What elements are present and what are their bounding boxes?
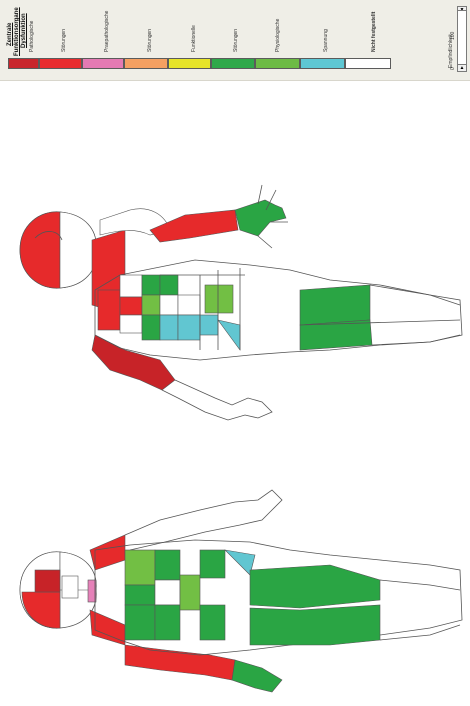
legend-label-funktionelle: Funktionelle — [192, 25, 197, 52]
head-front-bottom[interactable] — [22, 592, 60, 628]
thigh-back-left[interactable] — [300, 285, 370, 325]
back-block-3[interactable] — [142, 315, 160, 340]
sensitivity-track[interactable] — [457, 10, 467, 68]
upper-back-1[interactable] — [98, 290, 120, 330]
arm-front-bottom[interactable] — [125, 645, 235, 680]
chest-front-1[interactable] — [125, 550, 155, 585]
legend-label-stoerungen-1: Störungen — [62, 29, 67, 52]
legend-title-funktionsorgane: Funktionsorgane — [14, 7, 20, 56]
back-block-6[interactable] — [160, 315, 178, 340]
legend-swatch-spannung[interactable] — [300, 58, 345, 69]
sensitivity-control[interactable]: Empfindlichkeit ▼ ▲ 0 100 — [448, 6, 466, 72]
legend-swatch-stoerungen-2[interactable] — [124, 58, 168, 69]
chest-front-4[interactable] — [155, 550, 180, 580]
legend-swatch-stoerungen-1[interactable] — [39, 58, 82, 69]
hand-front-bottom[interactable] — [232, 660, 282, 692]
legend-label-spannung: Spannung — [324, 29, 329, 52]
head-back-left[interactable] — [20, 212, 60, 288]
legend-title-dysfunktion: Dysfunktion — [21, 13, 27, 48]
back-block-4[interactable] — [160, 275, 178, 295]
body-figure-back — [20, 185, 462, 420]
back-block-9[interactable] — [200, 315, 218, 335]
abdomen-front-1[interactable] — [180, 575, 200, 610]
back-block-7[interactable] — [178, 295, 200, 315]
arm-back-top-upper[interactable] — [150, 210, 238, 242]
back-block-10[interactable] — [205, 285, 233, 313]
legend-label-praepathologische: Praepathologische — [105, 11, 110, 52]
legend-panel: Zentrale Funktionsorgane Dysfunktion Pat… — [0, 0, 470, 81]
legend-swatch-funktionelle[interactable] — [168, 58, 211, 69]
chest-front-5[interactable] — [155, 580, 180, 605]
sensitivity-min-label: 0 — [450, 67, 456, 70]
legend-swatch-stoerungen-3[interactable] — [211, 58, 255, 69]
sensitivity-max-label: 100 — [450, 32, 456, 40]
abdomen-front-2[interactable] — [200, 550, 225, 578]
chest-front-3[interactable] — [125, 605, 155, 640]
face-block-2[interactable] — [62, 576, 78, 598]
thigh-front-left[interactable] — [250, 565, 380, 608]
upper-back-3[interactable] — [120, 297, 142, 315]
abdomen-front-3[interactable] — [200, 605, 225, 640]
back-block-8[interactable] — [178, 315, 200, 340]
thigh-front-right[interactable] — [250, 605, 380, 645]
chest-front-2[interactable] — [125, 585, 155, 605]
legend-swatch-nicht-festgestellt[interactable] — [345, 58, 391, 69]
head-back-right[interactable] — [60, 212, 96, 288]
legend-label-physiologische: Physiologische — [276, 19, 281, 52]
legend-label-pathologische: Pathologische — [30, 21, 35, 52]
arm-back-bottom-upper[interactable] — [92, 335, 175, 390]
legend-label-stoerungen-2: Störungen — [148, 29, 153, 52]
legend-swatch-praepathologische[interactable] — [82, 58, 124, 69]
body-maps — [0, 80, 470, 706]
body-figure-front — [20, 490, 462, 692]
sensitivity-increase-button[interactable]: ▲ — [457, 64, 467, 72]
back-block-2[interactable] — [142, 295, 160, 315]
upper-back-4[interactable] — [120, 315, 142, 333]
upper-back-2[interactable] — [120, 275, 142, 297]
hand-back-top[interactable] — [235, 200, 286, 236]
face-block[interactable] — [35, 570, 60, 592]
back-block-1[interactable] — [142, 275, 160, 295]
legend-title-zentrale: Zentrale — [7, 23, 13, 46]
legend-label-stoerungen-3: Störungen — [234, 29, 239, 52]
back-block-11[interactable] — [218, 320, 240, 350]
legend-swatch-physiologische[interactable] — [255, 58, 300, 69]
chest-front-6[interactable] — [155, 605, 180, 640]
legend-label-nicht-festgestellt: Nicht festgestellt — [372, 12, 377, 52]
legend-swatch-pathologische[interactable] — [8, 58, 39, 69]
back-block-5[interactable] — [160, 295, 178, 315]
